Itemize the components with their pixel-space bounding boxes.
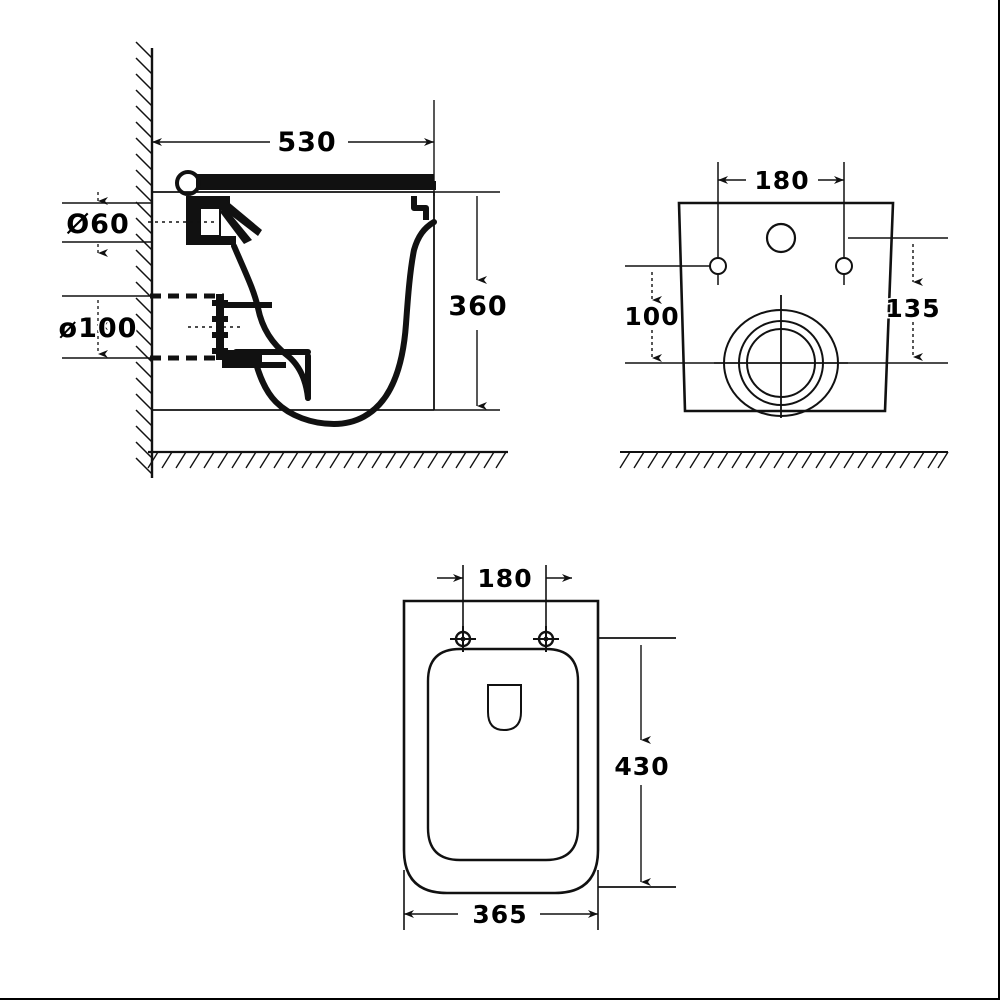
mounting-hole-right [835,257,853,275]
dim-d100-label: ø100 [59,313,138,344]
dim-plan-180: 180 [437,563,572,595]
back-view-floor-hatching [619,451,949,469]
dim-plan-365-label: 365 [472,900,527,929]
dim-360: 360 [434,191,508,411]
waste-outlet-hidden-lines [150,293,224,361]
dim-530: 530 [152,100,435,196]
water-inlet-fitting [186,196,262,245]
dim-d100: ø100 [57,295,152,359]
floor-hatching [147,451,507,469]
dim-back-180: 180 [718,165,844,197]
waste-outlet-spigot [212,294,286,368]
dim-back-135-label: 135 [885,294,940,323]
dim-d60-label: Ø60 [66,209,130,240]
dim-back-135: 135 [884,244,941,361]
back-view: 180 100 135 [619,162,949,469]
dim-back-180-label: 180 [754,166,809,195]
bowl-trap-profile [243,219,437,427]
water-inlet-hole [765,222,797,254]
dim-plan-430: 430 [613,645,670,886]
plan-view-outline [402,599,600,895]
flush-distributor-outline [487,684,522,732]
plan-bolt-marker-left [450,626,476,652]
rear-step-detail [411,196,429,220]
plan-view-bowl-rim [426,647,580,862]
plan-view: 180 430 365 [402,563,676,931]
dim-plan-430-label: 430 [614,752,669,781]
plan-bolt-marker-right [533,626,559,652]
dim-back-100-label: 100 [624,302,679,331]
back-view-outline [677,201,895,413]
mounting-hole-left [709,257,727,275]
dim-530-label: 530 [277,127,336,158]
side-section-view: 530 360 Ø60 [57,41,508,478]
dim-d60: Ø60 [62,192,152,257]
bowl-inner-profile [231,243,311,401]
dim-back-100: 100 [623,272,680,362]
dim-360-label: 360 [448,291,507,322]
toilet-seat-profile [175,170,436,196]
dim-plan-180-label: 180 [477,564,532,593]
pan-outer-outline [152,191,435,411]
dim-plan-365: 365 [404,899,598,931]
wall-hatching [135,41,153,475]
